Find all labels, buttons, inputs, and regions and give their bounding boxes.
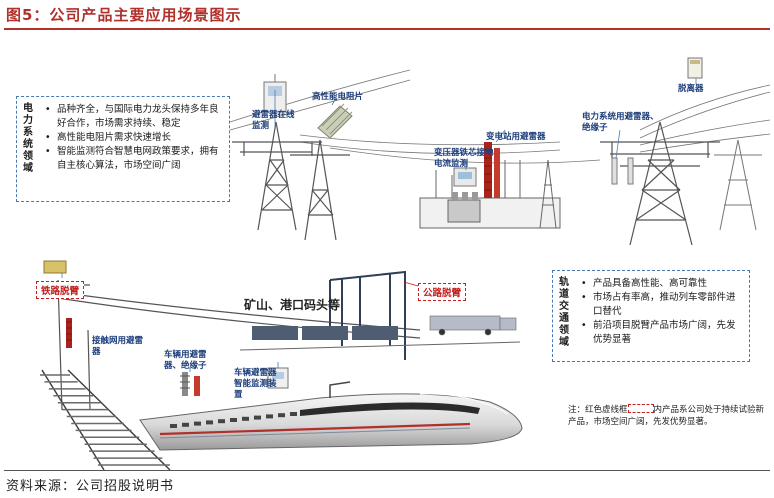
label-vehicle-monitor: 车辆避雷器智能监测装置 [234, 368, 277, 400]
train-window [254, 415, 261, 420]
vehicle-arrester-icon [180, 372, 200, 396]
label-transformer-monitor: 变压器铁芯接地电流监测 [434, 148, 494, 169]
high-speed-train [139, 381, 523, 451]
train-window [266, 414, 273, 419]
power-tower-far [714, 139, 762, 231]
power-lines [229, 69, 771, 164]
disconnector-icon [687, 57, 703, 79]
note-prefix: 注：红色虚线框 [568, 405, 628, 415]
label-port-decoupler: 公路脱臂 [418, 283, 467, 301]
train-window [182, 422, 189, 427]
station-arrester-icon [484, 142, 500, 198]
railway-sleepers [40, 374, 170, 466]
port-crane [329, 270, 406, 360]
resistor-icon [317, 103, 353, 139]
red-dashed-box-sample [627, 404, 654, 413]
label-mine-port: 矿山、港口码头等 [244, 298, 341, 312]
rail-box-side-label: 轨道交通领域 [559, 277, 569, 348]
truck [429, 315, 517, 336]
power-tower-mid [290, 139, 350, 241]
train-window [290, 412, 297, 416]
train-window [218, 419, 225, 424]
insulator-icon [611, 157, 634, 185]
substation [419, 159, 561, 229]
power-tower-left [232, 121, 322, 231]
footer-rule [4, 470, 770, 471]
label-contact-arrester: 接触网用避雷器 [92, 336, 144, 357]
label-power-arrester: 电力系统用避雷器、绝缘子 [582, 112, 659, 133]
label-station-arrester: 变电站用避雷器 [486, 132, 546, 142]
power-system-box: 电力系统领域 品种齐全，与国际电力龙头保持多年良好合作，市场需求持续、稳定 高性… [16, 96, 230, 202]
transformer-icon [447, 192, 481, 223]
railway-tracks [41, 369, 171, 470]
train-window [194, 421, 201, 426]
label-vehicle-arrester: 车辆用避雷器、绝缘子 [164, 350, 207, 371]
list-item: 产品具备高性能、高可靠性 [581, 277, 743, 291]
contact-arrester-icon [66, 318, 72, 348]
list-item: 智能监测符合智慧电网政策要求，拥有自主核心算法，市场空间广阔 [45, 145, 223, 173]
power-tower-right [600, 121, 720, 246]
freight-ground [239, 341, 521, 351]
freight-train [252, 326, 398, 340]
label-rail-decoupler: 铁路脱臂 [36, 281, 85, 299]
list-item: 品种齐全，与国际电力龙头保持多年良好合作，市场需求持续、稳定 [45, 103, 223, 131]
legend-note: 注：红色虚线框内产品系公司处于持续试验新产品，市场空间广阔，先发优势显著。 [568, 404, 766, 428]
label-disconnector: 脱离器 [678, 84, 704, 94]
application-scene [40, 57, 771, 470]
title-rule [4, 28, 770, 30]
power-box-side-label: 电力系统领域 [23, 103, 33, 174]
train-window [206, 420, 213, 425]
train-window [278, 413, 285, 418]
train-window [170, 424, 177, 428]
note-suffix: 内产品系公司处于持续试验新产品，市场空间广阔，先发优势显著。 [568, 405, 765, 427]
rail-decoupler-icon [43, 260, 67, 274]
figure-title: 图5：公司产品主要应用场景图示 [6, 6, 242, 24]
list-item: 高性能电阻片需求快速增长 [45, 131, 223, 145]
rail-transit-box: 轨道交通领域 产品具备高性能、高可靠性 市场占有率高，推动列车零部件进口替代 前… [552, 270, 750, 362]
train-window [230, 418, 237, 422]
list-item: 市场占有率高，推动列车零部件进口替代 [581, 291, 743, 319]
source-note: 资料来源：公司招股说明书 [6, 479, 175, 494]
train-window [242, 416, 249, 421]
power-box-bullets: 品种齐全，与国际电力龙头保持多年良好合作，市场需求持续、稳定 高性能电阻片需求快… [45, 103, 223, 173]
label-resistor: 高性能电阻片 [312, 92, 364, 102]
label-arrester-monitor: 避雷器在线监测 [252, 110, 295, 131]
list-item: 前沿项目脱臂产品市场广阔，先发优势显著 [581, 319, 743, 347]
rail-box-bullets: 产品具备高性能、高可靠性 市场占有率高，推动列车零部件进口替代 前沿项目脱臂产品… [581, 277, 743, 347]
transformer-monitor-device [453, 167, 477, 187]
